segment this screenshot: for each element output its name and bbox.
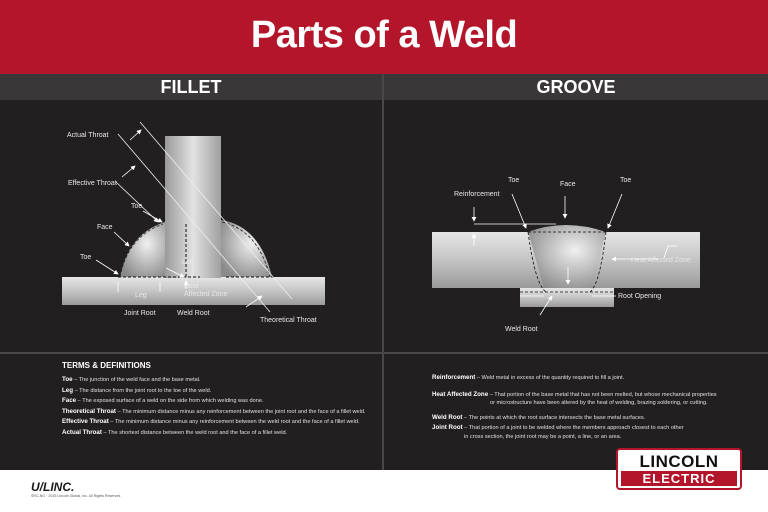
groove-label-root-opening: Root Opening — [618, 293, 661, 300]
definition-row: Leg – The distance from the joint root t… — [62, 386, 212, 394]
definition-row: Heat Affected Zone – That portion of the… — [432, 390, 717, 398]
definition-row: Actual Throat – The shortest distance be… — [62, 428, 288, 436]
definition-continuation: or microstructure have been altered by t… — [490, 400, 708, 406]
definition-row: Weld Root – The points at which the root… — [432, 413, 646, 421]
definition-row: Joint Root – That portion of a joint to … — [432, 424, 684, 431]
definition-continuation: in cross section, the joint root may be … — [464, 433, 622, 440]
groove-label-weld-root: Weld Root — [505, 326, 538, 333]
fillet-heading: FILLET — [0, 74, 382, 100]
fillet-diagram: Actual Throat Effective Throat Toe Face … — [62, 121, 325, 324]
groove-label-toe-right: Toe — [620, 177, 631, 184]
fillet-label-joint-root: Joint Root — [124, 310, 156, 317]
groove-label-reinforcement: Reinforcement — [454, 191, 500, 198]
fillet-right-bead — [221, 220, 272, 277]
fillet-label-effective-throat: Effective Throat — [68, 180, 117, 187]
fillet-label-actual-throat: Actual Throat — [67, 132, 109, 139]
groove-backing-bar — [520, 288, 614, 307]
fillet-definitions: Toe – The junction of the weld face and … — [62, 375, 366, 438]
groove-weld-bead — [528, 225, 606, 288]
definition-row: Toe – The junction of the weld face and … — [62, 376, 201, 383]
groove-label-heat-affected-zone: Heat Affected Zone — [631, 257, 691, 264]
terms-title: TERMS & DEFINITIONS — [62, 361, 151, 370]
definition-row: Effective Throat – The minimum distance … — [62, 418, 360, 425]
fillet-label-haz-2: Affected Zone — [184, 291, 228, 298]
section-divider — [0, 352, 768, 354]
groove-label-face: Face — [560, 181, 576, 188]
fillet-label-toe-left: Toe — [80, 254, 91, 261]
fillet-label-leg-horizontal: Leg — [135, 292, 147, 299]
weld-diagrams: Actual Throat Effective Throat Toe Face … — [62, 121, 700, 333]
groove-label-toe-left: Toe — [508, 177, 519, 184]
groove-definitions: Reinforcement – Weld metal in excess of … — [432, 373, 717, 442]
copyright: SRC-NG · 2015 Lincoln Global, Inc. All R… — [31, 494, 122, 498]
lincoln-electric-logo: LINCOLN ELECTRIC — [616, 448, 742, 490]
fillet-label-leg-vertical: Leg — [182, 259, 194, 266]
page-title: Parts of a Weld — [250, 14, 518, 56]
logo-top-text: LINCOLN — [621, 453, 737, 471]
fillet-base-plate — [62, 277, 325, 305]
fillet-label-weld-root: Weld Root — [177, 310, 210, 317]
fillet-label-haz-1: Heat — [184, 283, 199, 290]
fillet-left-bead — [120, 222, 165, 277]
definition-row: Face – The exposed surface of a weld on … — [62, 397, 264, 404]
column-divider — [382, 74, 384, 470]
fillet-label-toe-top: Toe — [131, 203, 142, 210]
fillet-label-theoretical-throat: Theoretical Throat — [260, 317, 317, 324]
fillet-label-face: Face — [97, 224, 113, 231]
groove-heading: GROOVE — [384, 74, 768, 100]
title-banner: Parts of a Weld — [0, 0, 768, 74]
definition-row: Reinforcement – Weld metal in excess of … — [432, 374, 625, 381]
definition-row: Theoretical Throat – The minimum distanc… — [62, 407, 366, 415]
ulinc-logo: U/LINC. — [31, 480, 75, 494]
fillet-vertical-plate — [165, 136, 221, 278]
diagram-board: FILLET GROOVE — [0, 74, 768, 470]
logo-bottom-text: ELECTRIC — [621, 471, 737, 486]
groove-diagram: Toe Face Toe Reinforcement Heat Affected… — [432, 177, 700, 333]
